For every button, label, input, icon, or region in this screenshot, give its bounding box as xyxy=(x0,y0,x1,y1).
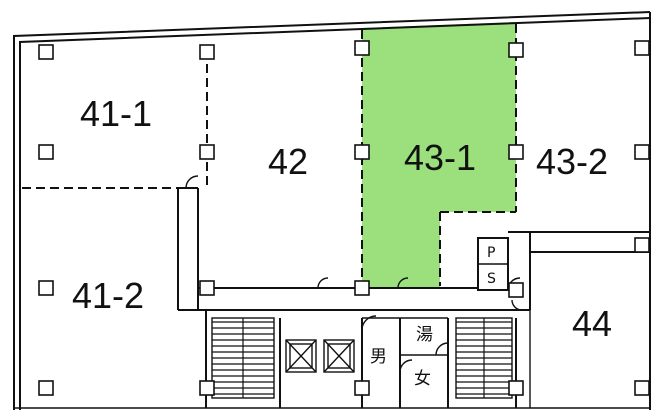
column-marker xyxy=(38,280,54,296)
column-marker xyxy=(38,44,54,60)
column-marker xyxy=(634,380,650,396)
column-marker xyxy=(199,280,215,296)
column-marker xyxy=(199,44,215,60)
unit-label-41-2[interactable]: 41-2 xyxy=(72,275,144,316)
ps-label-bottom: S xyxy=(487,271,496,287)
column-marker xyxy=(199,144,215,160)
unit-label-42[interactable]: 42 xyxy=(268,141,308,182)
column-marker xyxy=(38,380,54,396)
column-marker xyxy=(354,280,370,296)
column-marker xyxy=(508,144,524,160)
kitchenette-label: 湯 xyxy=(416,325,433,345)
elevator-1 xyxy=(285,339,317,373)
unit-43-1-area[interactable] xyxy=(362,22,516,287)
column-marker xyxy=(354,380,370,396)
column-marker xyxy=(354,144,370,160)
womens-restroom-label: 女 xyxy=(414,369,431,389)
column-marker xyxy=(634,144,650,160)
ps-label-top: P xyxy=(487,245,495,261)
columns xyxy=(38,40,650,396)
unit-label-43-2[interactable]: 43-2 xyxy=(536,141,608,182)
unit-label-41-1[interactable]: 41-1 xyxy=(80,93,152,134)
column-marker xyxy=(508,380,524,396)
outer-walls xyxy=(13,11,651,410)
column-marker xyxy=(354,40,370,56)
mens-restroom-label: 男 xyxy=(370,347,387,367)
elevator-2 xyxy=(323,339,355,373)
column-marker xyxy=(634,237,650,253)
unit-label-44[interactable]: 44 xyxy=(572,303,612,344)
column-marker xyxy=(199,380,215,396)
column-marker xyxy=(634,40,650,56)
column-marker xyxy=(38,144,54,160)
column-marker xyxy=(508,282,524,298)
unit-label-43-1[interactable]: 43-1 xyxy=(404,137,476,178)
column-marker xyxy=(508,42,524,58)
